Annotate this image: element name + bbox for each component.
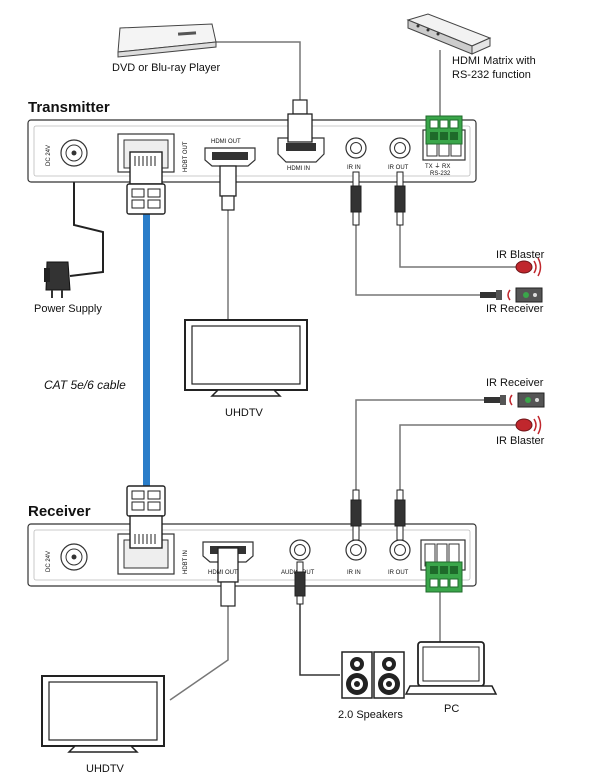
rx-ir-in-jack: [350, 489, 362, 541]
tx-ir-out-label: IR OUT: [388, 165, 409, 171]
matrix-label-1: HDMI Matrix with: [452, 55, 536, 67]
rx-hdmi-out-plug: [217, 547, 239, 607]
tx-hdmi-out-port: [204, 147, 256, 167]
dvd-player: [117, 23, 217, 58]
tx-hdmi-out-plug: [219, 165, 237, 211]
rx-dc-port: [60, 543, 88, 571]
hdmi-matrix: [406, 13, 492, 55]
tx-hdmi-in-port: [277, 137, 325, 163]
pc-label: PC: [444, 703, 459, 715]
tx-ir-out-cable: [399, 225, 516, 268]
rx-ir-out-label: IR OUT: [388, 570, 409, 576]
tx-hdmi-in-label: HDMI IN: [287, 166, 310, 172]
dvd-hdmi-cable: [206, 41, 301, 102]
rx-rs232-terminal: [425, 561, 463, 593]
transmitter-title: Transmitter: [28, 99, 110, 116]
rx-ir-out-cable: [399, 424, 516, 490]
audio-cable: [299, 602, 340, 676]
tx-hdbt-label: HDBT OUT: [183, 141, 189, 172]
tx-rj45-plug: [126, 151, 166, 215]
cat-cable-label: CAT 5e/6 cable: [44, 378, 126, 392]
ir-receiver-top-label: IR Receiver: [486, 303, 544, 315]
tv-top-label: UHDTV: [225, 407, 264, 419]
speaker-left: [341, 651, 373, 699]
tx-ir-in-jack: [350, 171, 362, 226]
tv-bottom-label: UHDTV: [86, 763, 125, 775]
rx-hdbt-label: HDBT IN: [183, 550, 189, 574]
ir-receiver-top: [480, 287, 543, 303]
rx-ir-in-cable: [355, 399, 486, 490]
power-cable: [69, 172, 104, 277]
rx-ir-in-label: IR IN: [347, 570, 361, 576]
tx-rs232-terminal: [425, 115, 463, 145]
speaker-right: [373, 651, 405, 699]
ir-blaster-top: [515, 257, 542, 277]
rx-audio-out-port: [289, 539, 311, 561]
tx-ir-out-port: [389, 137, 411, 159]
tx-hdmi-out-label: HDMI OUT: [211, 139, 241, 145]
dvd-label: DVD or Blu-ray Player: [112, 62, 221, 74]
tx-hdmi-in-plug: [287, 99, 313, 143]
power-label: Power Supply: [34, 303, 102, 315]
rx-ir-in-port: [345, 539, 367, 561]
tv-bottom: [41, 675, 165, 753]
tx-ir-in-port: [345, 137, 367, 159]
tx-ir-in-cable: [355, 225, 480, 296]
receiver-title: Receiver: [28, 503, 91, 520]
tx-ir-in-label: IR IN: [347, 165, 361, 171]
tx-rs232-label: RS-232: [430, 171, 451, 177]
rx-ir-out-jack: [394, 489, 406, 541]
ir-blaster-bottom: [515, 415, 542, 435]
matrix-label-2: RS-232 function: [452, 69, 531, 81]
power-adapter: [44, 261, 71, 298]
rx-rj45-plug: [126, 485, 166, 549]
ir-blaster-bottom-label: IR Blaster: [496, 435, 545, 447]
tx-dc-port: [60, 139, 88, 167]
tx-dc-label: DC 24V: [46, 145, 52, 166]
cat-cable: [143, 214, 150, 486]
rx-dc-label: DC 24V: [46, 551, 52, 572]
tx-rs232-pins: TX ⏚ RX: [425, 163, 450, 170]
rx-hdmi-out-label: HDMI OUT: [208, 570, 238, 576]
rx-hdmi-tv-cable: [169, 605, 229, 701]
rx-audio-jack: [294, 561, 306, 605]
ir-receiver-bottom: [484, 392, 545, 408]
ir-blaster-top-label: IR Blaster: [496, 249, 545, 261]
tv-top: [184, 319, 308, 397]
pc-laptop: [404, 641, 498, 695]
ir-receiver-bottom-label: IR Receiver: [486, 377, 544, 389]
tx-ir-out-jack: [394, 171, 406, 226]
speakers-label: 2.0 Speakers: [338, 709, 403, 721]
rx-ir-out-port: [389, 539, 411, 561]
